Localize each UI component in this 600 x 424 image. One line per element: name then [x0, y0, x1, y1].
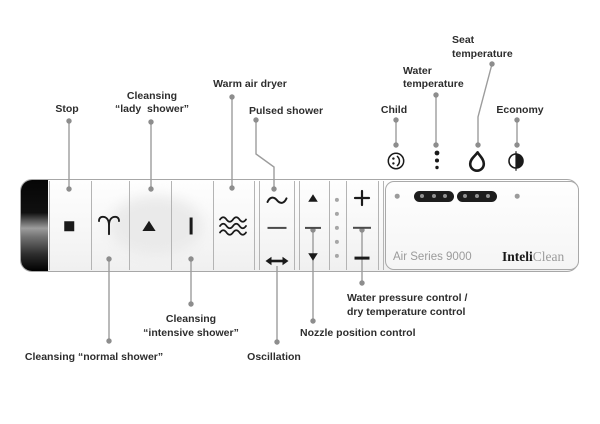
- warm-air-dryer-button[interactable]: [212, 181, 252, 271]
- divider: [48, 181, 50, 270]
- decrease-button[interactable]: [345, 244, 376, 271]
- nozzle-dash-icon: [305, 226, 321, 230]
- divider: [258, 181, 260, 270]
- divider: [329, 181, 330, 270]
- warm-air-dryer-waves-icon: [218, 216, 247, 236]
- nozzle-up-triangle-icon: [308, 194, 318, 202]
- label-cleansing-intensive-shower: Cleansing“intensive shower”: [143, 313, 239, 339]
- level-dot: [334, 239, 340, 245]
- cleansing-intensive-shower-button[interactable]: [170, 181, 212, 271]
- label-water-pressure-control: Water pressure control /dry temperature …: [347, 292, 468, 318]
- label-warm-air-dryer: Warm air dryer: [213, 77, 287, 90]
- label-nozzle-position-control: Nozzle position control: [300, 326, 416, 339]
- lady-shower-triangle-icon: [142, 220, 156, 231]
- oscillation-button[interactable]: [258, 246, 293, 274]
- water-temperature-dots-icon: [434, 150, 440, 170]
- oscillation-arrow-icon: [265, 256, 289, 266]
- nozzle-down-triangle-icon: [308, 253, 318, 261]
- brand-logo: InteliClean: [502, 249, 564, 265]
- economy-led: [514, 193, 520, 199]
- water-temperature-led-strip: [414, 190, 454, 202]
- nozzle-back-button[interactable]: [298, 243, 328, 271]
- child-led: [394, 193, 400, 199]
- divider: [213, 181, 214, 270]
- pulsed-dash-icon: [267, 226, 287, 230]
- pulsed-shower-wave-icon: [266, 196, 288, 204]
- seat-temperature-led-strip: [457, 190, 497, 202]
- cleansing-lady-shower-button[interactable]: [128, 181, 170, 271]
- bar-end-cap: [21, 180, 48, 271]
- nozzle-forward-button[interactable]: [298, 181, 328, 211]
- label-economy: Economy: [496, 103, 544, 116]
- brand-light: Clean: [532, 249, 565, 264]
- label-child: Child: [380, 103, 408, 116]
- divider: [253, 181, 255, 270]
- level-dot: [334, 197, 340, 203]
- intensive-shower-bar-icon: [189, 217, 193, 234]
- pulsed-shower-button[interactable]: [258, 181, 293, 211]
- level-dot: [334, 225, 340, 231]
- highlight-ellipse: [109, 196, 203, 256]
- seat-temperature-droplet-icon: [468, 151, 486, 172]
- divider: [91, 181, 92, 270]
- label-cleansing-normal-shower: Cleansing “normal shower”: [24, 350, 164, 363]
- brand-bold: Inteli: [502, 249, 533, 264]
- level-dot: [334, 211, 340, 217]
- label-stop: Stop: [55, 103, 79, 115]
- divider: [377, 181, 379, 270]
- leader-pulsed-shower: [255, 120, 275, 189]
- fountain-spray-icon: [98, 215, 120, 235]
- model-name: Air Series 9000: [393, 251, 472, 263]
- plus-icon: [353, 189, 371, 207]
- mid-dash-icon: [353, 226, 371, 230]
- stop-square-icon: [64, 221, 74, 231]
- label-cleansing-lady-shower: Cleansing“lady shower”: [114, 89, 190, 116]
- cleansing-normal-shower-button[interactable]: [90, 181, 128, 271]
- child-smiley-icon: [387, 152, 405, 170]
- economy-half-circle-icon: [508, 151, 524, 171]
- divider: [129, 181, 130, 270]
- minus-icon: [354, 256, 370, 260]
- leader-seat-temp: [477, 63, 493, 145]
- level-dot: [334, 253, 340, 259]
- divider: [382, 181, 384, 270]
- divider: [171, 181, 172, 270]
- increase-button[interactable]: [345, 181, 376, 211]
- divider: [299, 181, 300, 270]
- label-pulsed-shower: Pulsed shower: [248, 104, 324, 117]
- divider: [294, 181, 295, 270]
- divider: [346, 181, 347, 270]
- stop-button[interactable]: [48, 181, 90, 271]
- label-oscillation: Oscillation: [247, 350, 301, 363]
